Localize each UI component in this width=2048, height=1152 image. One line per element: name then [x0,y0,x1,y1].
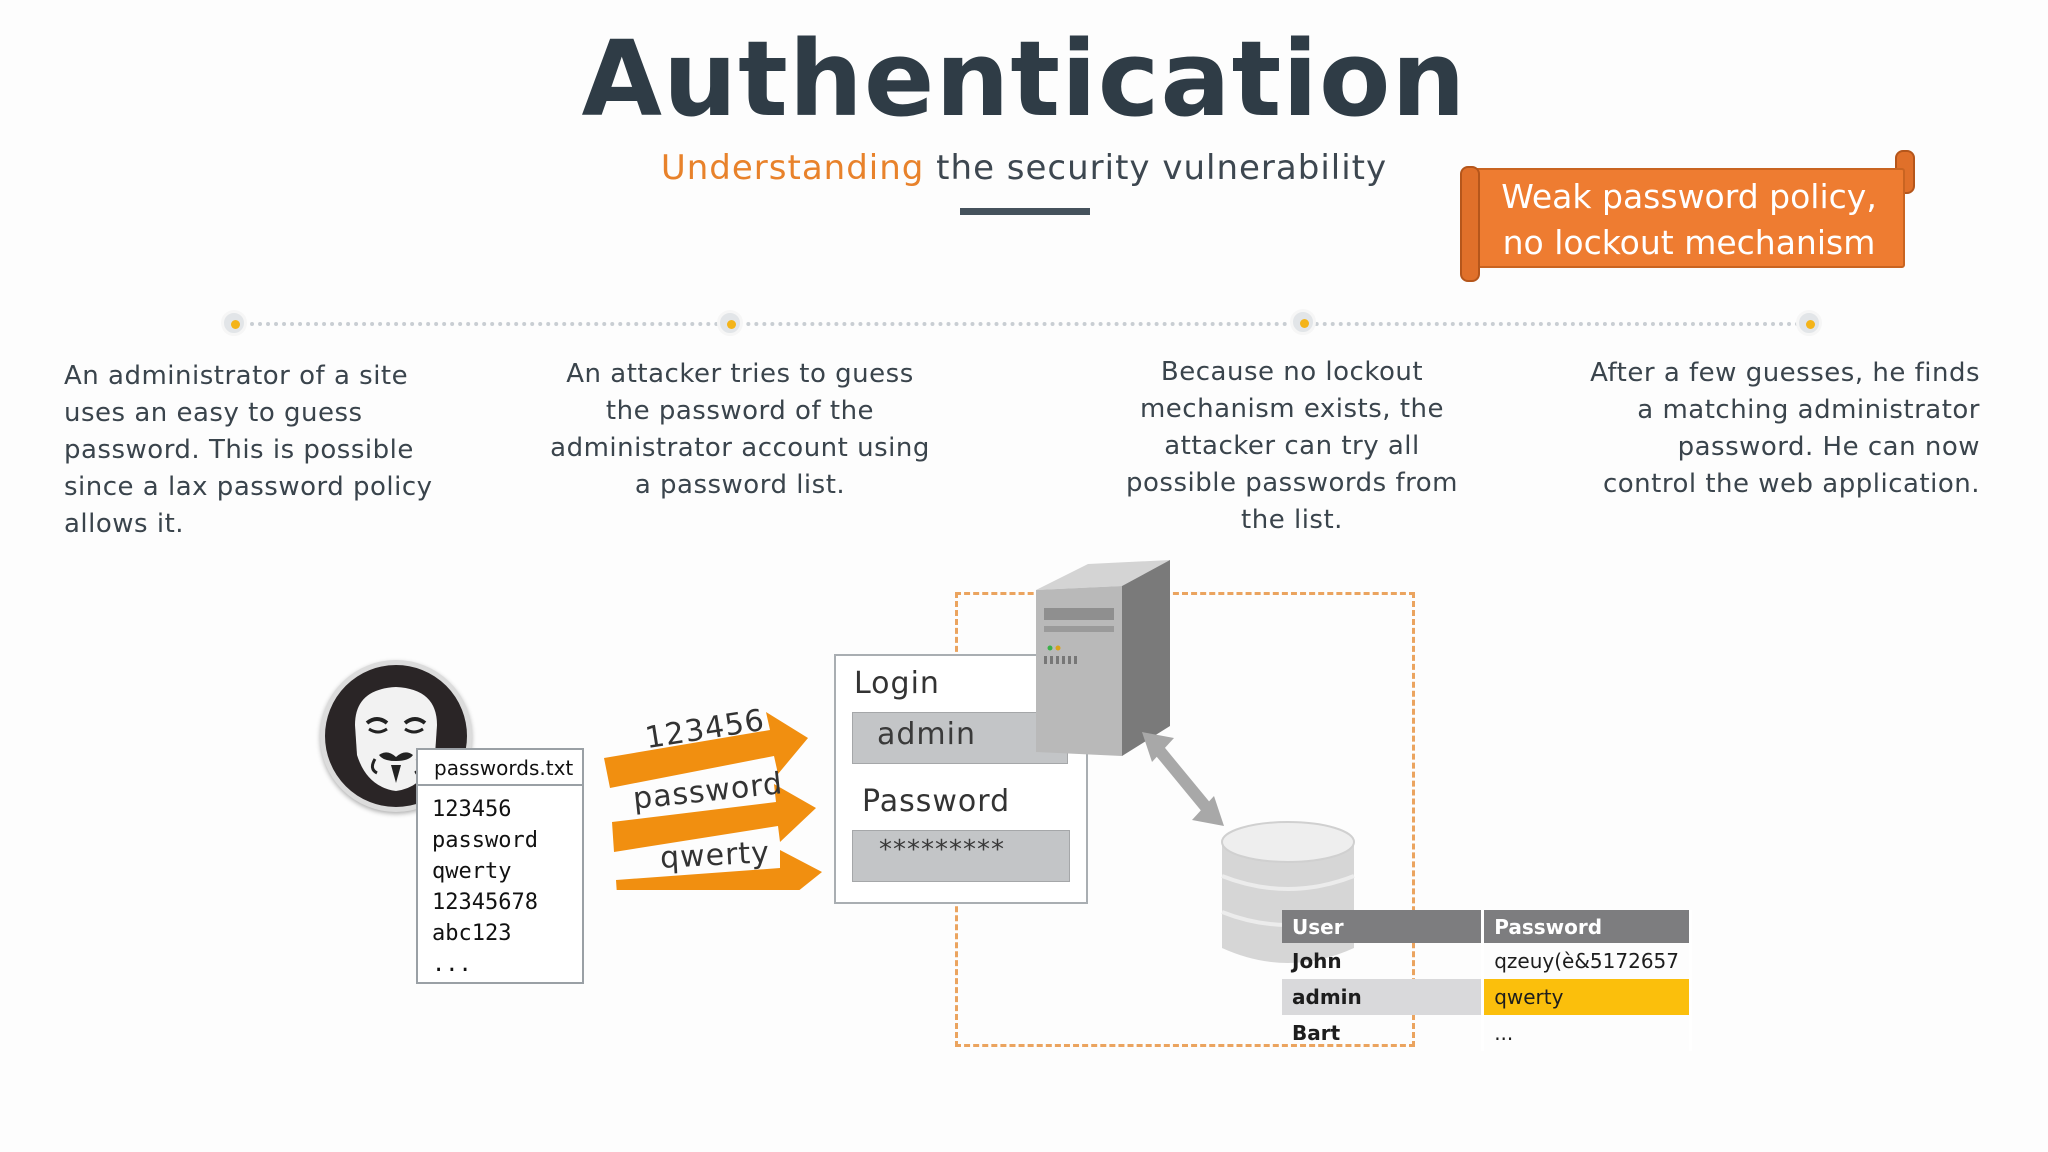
bidirectional-arrow-icon [1142,732,1224,826]
step-1-text: An administrator of a site uses an easy … [64,361,433,539]
passwords-file-list: 123456 password qwerty 12345678 abc123 .… [432,794,538,980]
passwords-file-name: passwords.txt [418,750,582,786]
page-title: Authentication [581,18,1467,140]
password-entry: qwerty [432,859,512,884]
table-cell-user: admin [1282,979,1485,1015]
password-label: Password [862,784,1011,819]
banner-line-1: Weak password policy, [1501,177,1877,216]
column-header-password: Password [1482,910,1692,943]
users-table: User Password John qzeuy(è&5172657 admin… [1282,910,1692,1051]
table-row-highlighted: admin qwerty [1282,979,1692,1015]
column-header-user: User [1282,910,1485,943]
step-4-text: After a few guesses, he finds a matching… [1590,358,1980,499]
step-3-text: Because no lockout mechanism exists, the… [1126,357,1458,535]
table-cell-user: John [1282,943,1485,979]
attempt-arrows [604,712,822,890]
database-icon [1221,821,1355,963]
password-entry: 12345678 [432,890,538,915]
subtitle-accent: Understanding [660,148,925,188]
password-entry: ... [432,952,472,977]
table-cell-password: qwerty [1482,979,1692,1015]
banner-line-2: no lockout mechanism [1502,223,1876,262]
login-input[interactable]: admin [852,712,1068,764]
banner-body: Weak password policy, no lockout mechani… [1473,168,1905,268]
banner-roll-left [1460,166,1480,282]
timeline-line [234,322,1809,326]
table-row: Bart ... [1282,1015,1692,1051]
server-icon [1036,560,1170,756]
step-2-text: An attacker tries to guess the password … [550,359,930,500]
title-underline [960,208,1090,215]
table-cell-password: qzeuy(è&5172657 [1482,943,1692,979]
password-entry: 123456 [432,797,512,822]
attempt-arrow-3 [616,850,822,890]
table-cell-user: Bart [1282,1015,1485,1051]
login-label: Login [854,666,940,701]
page-subtitle: Understanding the security vulnerability [0,148,2048,188]
attempt-arrow-1 [604,712,808,788]
timeline-node-4 [1796,310,1822,336]
timeline-node-2 [717,310,743,336]
table-row: John qzeuy(è&5172657 [1282,943,1692,979]
password-entry: password [432,828,538,853]
timeline-node-1 [221,310,247,336]
table-header-row: User Password [1282,910,1692,943]
attempt-arrow-2 [612,784,816,852]
timeline-node-3 [1290,309,1316,335]
subtitle-rest: the security vulnerability [924,148,1388,188]
scroll-banner: Weak password policy, no lockout mechani… [1455,148,1915,296]
table-cell-password: ... [1482,1015,1692,1051]
passwords-file: passwords.txt 123456 password qwerty 123… [416,748,584,984]
password-entry: abc123 [432,921,512,946]
password-input[interactable]: ********* [852,830,1070,882]
